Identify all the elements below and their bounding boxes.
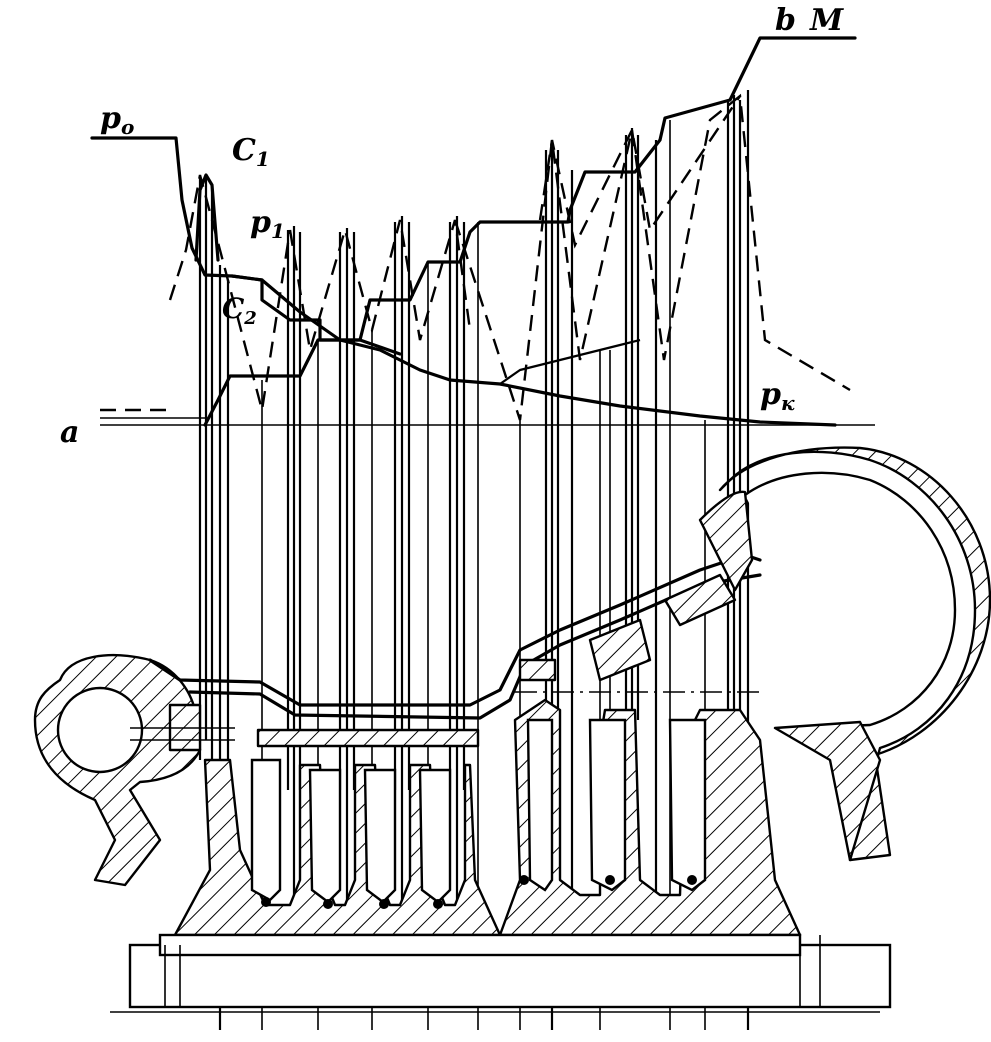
exhaust-volute	[698, 446, 991, 862]
blade-root-5	[519, 875, 529, 885]
labels: po C1 p1 C2 pк a b M	[60, 3, 844, 450]
inlet-volute-wall	[33, 654, 202, 887]
blade-line-stage-3	[338, 228, 356, 1000]
blade-line-stage-4	[393, 216, 411, 1000]
casing-contour	[148, 553, 765, 748]
rotor	[173, 698, 802, 937]
label-p1: p1	[250, 205, 285, 243]
shaft-collar	[158, 933, 802, 957]
diaphragm-band	[256, 728, 480, 748]
blade-root-6	[605, 875, 615, 885]
casing-outer-line	[188, 573, 762, 720]
blade-root-2	[323, 899, 333, 909]
label-pk: pк	[760, 377, 795, 415]
exhaust-volute-inner	[744, 471, 957, 744]
pressure-line-p0	[90, 136, 837, 427]
label-a: a	[60, 415, 79, 450]
blade-root-7	[687, 875, 697, 885]
velocity-dash-3	[453, 93, 851, 421]
inlet-volute	[33, 654, 235, 887]
exhaust-throat	[698, 490, 754, 592]
rotor-body-right	[498, 698, 802, 937]
blade-line-stage-5	[448, 216, 466, 1000]
label-b: b	[775, 3, 796, 38]
velocity-dash-4	[538, 95, 741, 249]
shaft-steps	[164, 935, 821, 1007]
pressure-diagram	[90, 36, 875, 427]
disc-slot-3	[363, 768, 397, 904]
disc-slot-1	[250, 758, 282, 902]
label-m: M	[809, 3, 844, 38]
diaphragm-block-3	[663, 573, 737, 627]
label-c1: C1	[232, 133, 270, 171]
blade-root-3	[379, 899, 389, 909]
blade-line-stage-1	[198, 175, 214, 760]
disc-slot-7	[668, 718, 707, 892]
disc-slot-6	[588, 718, 627, 892]
inlet-volute-bore	[56, 686, 144, 774]
disc-slot-5	[526, 718, 554, 892]
step-levels-right	[499, 338, 641, 385]
shaft	[110, 933, 892, 1013]
exhaust-outlet-leg	[773, 720, 882, 862]
velocity-dash-2	[288, 219, 472, 351]
label-p0: po	[100, 101, 134, 139]
velocity-line-c2	[203, 338, 402, 427]
disc-slot-4	[418, 768, 452, 904]
blade-root-1	[261, 897, 271, 907]
diaphragm-block-1	[518, 658, 557, 682]
diaphragm-block-2	[588, 618, 652, 682]
disc-slot-2	[308, 768, 342, 904]
casing-inner-line	[148, 553, 762, 707]
label-c2: C2	[222, 292, 257, 329]
blade-root-4	[433, 899, 443, 909]
velocity-dash-1	[168, 174, 292, 411]
